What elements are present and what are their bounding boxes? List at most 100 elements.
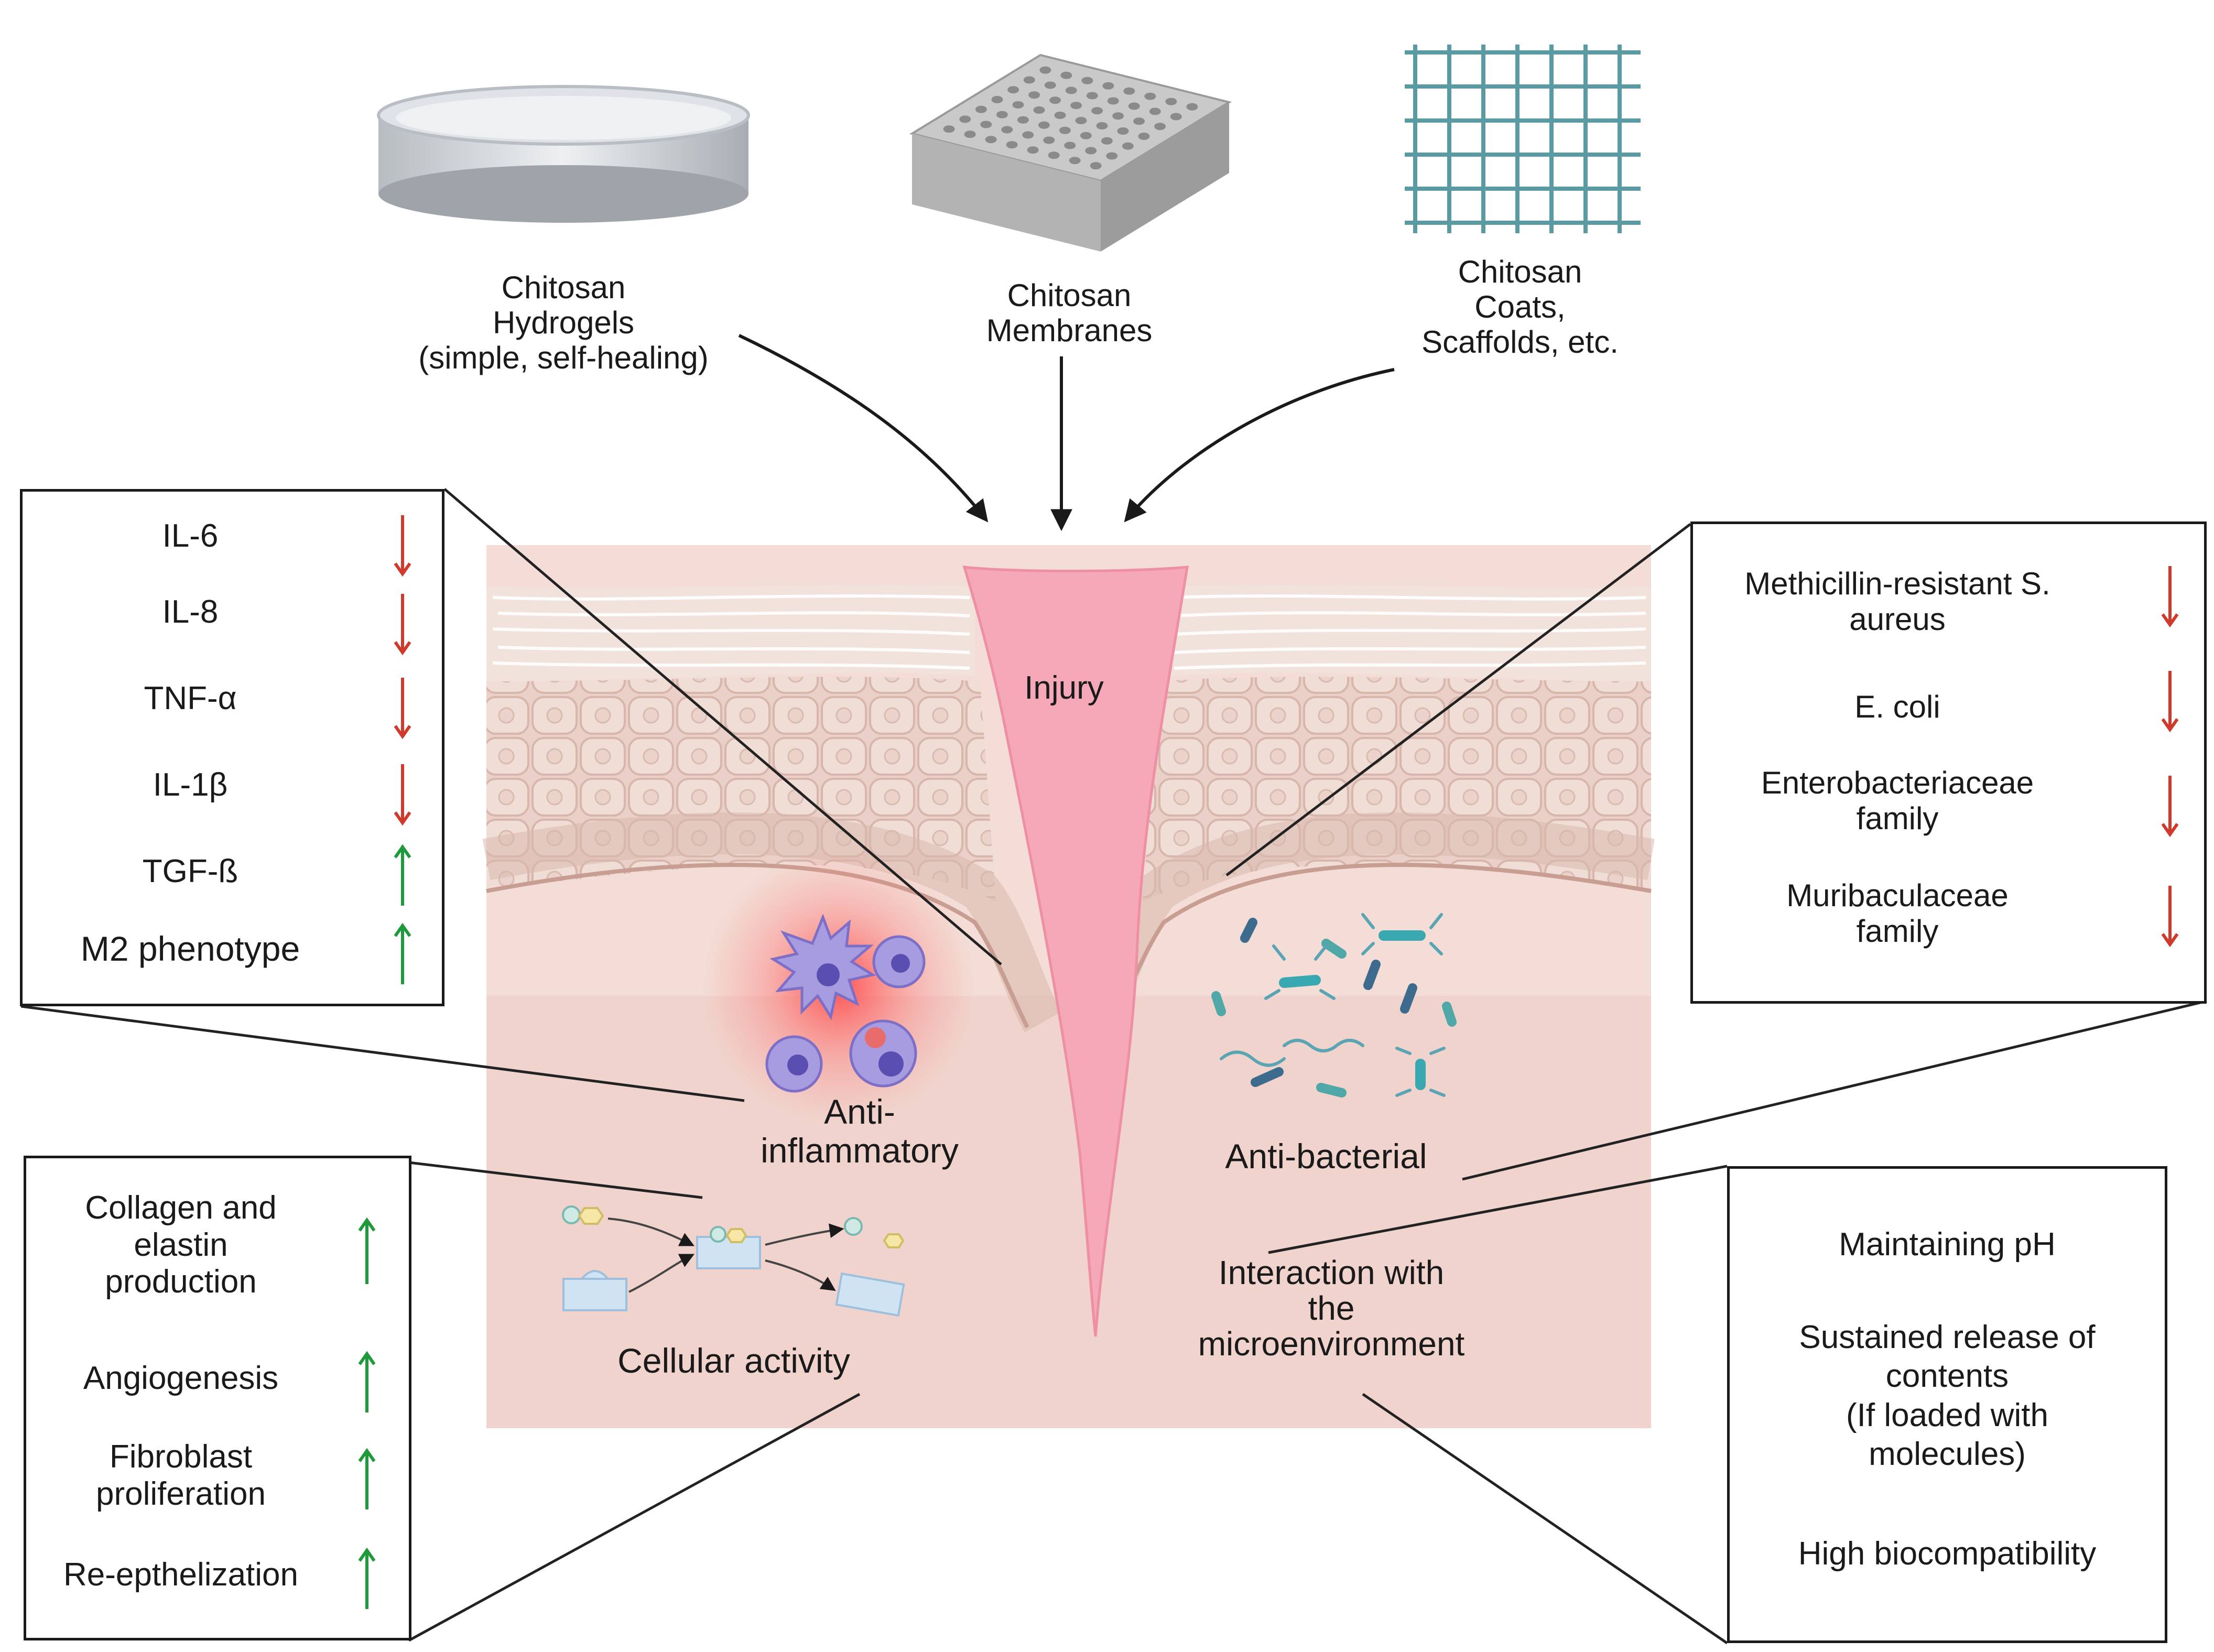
- membrane-pore: [1101, 137, 1113, 145]
- membrane-pore: [1085, 147, 1097, 155]
- interaction-label: Interaction with the microenvironment: [1198, 1254, 1465, 1363]
- membrane-pore: [1027, 146, 1039, 154]
- membrane-pore: [1122, 142, 1134, 150]
- membrane-pore: [1081, 77, 1093, 84]
- cellular-activity-box: Collagen and elastin production Angiogen…: [24, 1156, 411, 1640]
- membrane-pore: [1090, 162, 1102, 170]
- microenvironment-box: Maintaining pH Sustained release of cont…: [1727, 1166, 2167, 1643]
- membrane-pore: [1091, 107, 1103, 115]
- membrane-pore: [1022, 131, 1034, 139]
- membrane-pore: [996, 111, 1008, 118]
- arrow-up-icon: [358, 1547, 376, 1609]
- membrane-pore: [975, 105, 987, 113]
- inflammation-markers-box: IL-6 IL-8 TNF-α IL-1β TGF-ß M2 phenotype: [20, 489, 444, 1006]
- membrane-pore: [1039, 66, 1051, 74]
- membrane-pore: [1069, 157, 1081, 165]
- membrane-pore: [943, 125, 955, 133]
- arrow-down-icon: [394, 515, 411, 577]
- arrow-up-icon: [358, 1217, 376, 1284]
- bacteria-icon: [1211, 913, 1457, 1097]
- membrane-pore: [1112, 112, 1124, 120]
- membrane-pore: [964, 131, 976, 138]
- membrane-pore: [985, 136, 997, 144]
- membrane-pore: [959, 115, 971, 123]
- scaffold-mesh-icon: [1405, 45, 1641, 233]
- arrow-down-icon: [2161, 671, 2179, 733]
- effect-fibroblast: Fibroblast proliferation: [96, 1439, 266, 1512]
- membrane-pore: [1012, 101, 1024, 108]
- membrane-pore: [1117, 127, 1129, 135]
- arrow-down-icon: [2161, 566, 2179, 628]
- hydrogel-dish-icon: [377, 85, 750, 223]
- membrane-pore: [1033, 106, 1045, 114]
- membrane-pore: [1170, 113, 1182, 121]
- bacteria-enterobacteriaceae: Enterobacteriaceae family: [1761, 765, 2034, 836]
- membrane-pore: [1049, 96, 1061, 104]
- membrane-pore: [1075, 117, 1087, 124]
- coats-label: Chitosan Coats, Scaffolds, etc.: [1421, 254, 1619, 360]
- membrane-pore: [1007, 86, 1019, 94]
- membrane-pore: [1044, 81, 1056, 89]
- arrow-up-icon: [358, 1351, 376, 1412]
- hydrogels-label: Chitosan Hydrogels (simple, self-healing…: [418, 270, 709, 376]
- membrane-pore: [1133, 117, 1145, 125]
- membrane-pore: [1006, 141, 1018, 149]
- marker-tgfb: TGF-ß: [142, 853, 238, 889]
- arrow-up-icon: [394, 844, 411, 906]
- effect-reepithelization: Re-epthelization: [63, 1557, 299, 1593]
- micro-ph: Maintaining pH: [1839, 1226, 2056, 1263]
- micro-release: Sustained release of contents (If loaded…: [1799, 1319, 2096, 1473]
- arrow-down-icon: [394, 678, 411, 740]
- marker-tnf: TNF-α: [144, 680, 237, 716]
- bacteria-box: Methicillin-resistant S. aureus E. coli …: [1690, 521, 2207, 1004]
- membrane-pore: [1060, 71, 1072, 79]
- membrane-pore: [1186, 103, 1198, 111]
- bacteria-mrsa: Methicillin-resistant S. aureus: [1744, 566, 2050, 637]
- membrane-pore: [1165, 97, 1177, 105]
- membrane-pore: [1149, 107, 1161, 115]
- micro-biocompat: High biocompatibility: [1798, 1536, 2097, 1572]
- membrane-pore: [1065, 86, 1077, 94]
- effect-angiogenesis: Angiogenesis: [83, 1360, 279, 1396]
- arrow-down-icon: [394, 594, 411, 656]
- membrane-pore: [1017, 116, 1029, 124]
- membrane-pore: [1059, 126, 1071, 134]
- wound-wedge: [962, 566, 1189, 1337]
- membrane-pore: [1038, 121, 1050, 129]
- membranes-label: Chitosan Membranes: [986, 278, 1153, 349]
- marker-il8: IL-8: [162, 594, 219, 630]
- membrane-pore: [980, 121, 992, 128]
- marker-m2: M2 phenotype: [80, 929, 300, 968]
- membrane-pore: [1123, 87, 1135, 95]
- membrane-pore: [1086, 92, 1098, 100]
- immune-cell-icon: [702, 849, 975, 1122]
- membrane-pore: [1043, 136, 1055, 144]
- arrow-down-icon: [394, 764, 411, 826]
- membrane-pore: [1080, 132, 1092, 139]
- enzyme-icon: [562, 1205, 905, 1317]
- cellular-activity-label: Cellular activity: [617, 1341, 850, 1380]
- membrane-block-icon: [909, 53, 1232, 252]
- arrow-down-icon: [2161, 776, 2179, 838]
- bacteria-muribaculaceae: Muribaculaceae family: [1786, 878, 2009, 949]
- membrane-pore: [1001, 126, 1013, 134]
- bacteria-ecoli: E. coli: [1854, 689, 1940, 724]
- effect-collagen: Collagen and elastin production: [85, 1190, 277, 1300]
- membrane-pore: [1106, 152, 1118, 160]
- arrow-down-icon: [2161, 886, 2179, 948]
- membrane-pore: [1154, 123, 1166, 131]
- membrane-pore: [1064, 142, 1076, 149]
- membrane-pore: [991, 96, 1003, 103]
- arrow-up-icon: [394, 922, 411, 984]
- membrane-pore: [1144, 92, 1156, 100]
- arrow-up-icon: [358, 1448, 376, 1509]
- membrane-pore: [1028, 91, 1040, 99]
- callout-connectors: [20, 488, 2207, 1645]
- marker-il6: IL-6: [162, 518, 219, 554]
- membrane-pore: [1054, 112, 1066, 119]
- membrane-pore: [1138, 133, 1150, 140]
- injury-label: Injury: [1024, 670, 1104, 706]
- membrane-pore: [1048, 151, 1060, 159]
- membrane-pore: [1070, 102, 1082, 110]
